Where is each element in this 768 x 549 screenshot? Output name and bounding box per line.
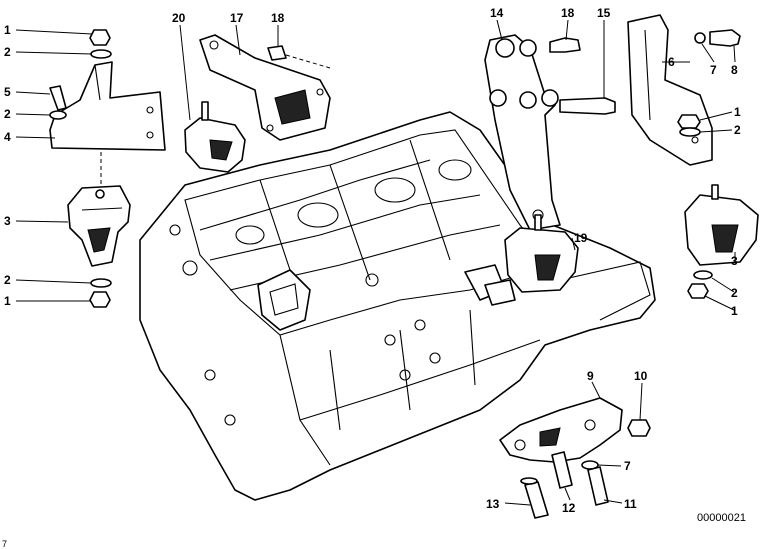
nut-1-lower	[89, 291, 111, 308]
nut-1-right-lower	[687, 283, 709, 299]
bolt-13	[524, 481, 549, 519]
callout-label: 4	[4, 130, 11, 144]
upper-right-parts	[484, 34, 616, 293]
callout-label: 2	[734, 123, 741, 137]
callout-label: 14	[490, 6, 504, 20]
washer-7-right	[694, 32, 706, 44]
callout-label: 13	[486, 497, 500, 511]
callout-label: 8	[731, 63, 738, 77]
bottom-right-parts	[499, 397, 651, 519]
bolt-18-upper	[267, 45, 287, 61]
callout-label: 1	[4, 23, 11, 37]
callout-label: 20	[172, 11, 186, 25]
callout-label: 10	[634, 369, 648, 383]
callout-label: 3	[4, 214, 11, 228]
callout-label: 1	[731, 304, 738, 318]
callout-label: 15	[597, 6, 611, 20]
nut-10	[627, 419, 651, 437]
callout-label: 11	[624, 497, 637, 511]
callout-label: 2	[4, 45, 11, 59]
callout-label: 18	[271, 11, 285, 25]
callout-labels: 1 2 5 2 4 3 2 1 20 17 18 14 18 15 6 7 8 …	[4, 6, 741, 515]
callout-label: 9	[587, 369, 594, 383]
bolt-5	[49, 85, 67, 111]
callout-label: 18	[561, 6, 575, 20]
callout-label: 3	[731, 254, 738, 268]
bolt-12	[551, 451, 573, 489]
callout-label: 7	[624, 459, 631, 473]
bolt-15	[559, 97, 616, 115]
nut-1-right-top	[677, 114, 701, 129]
nut-1-top	[89, 29, 111, 46]
callout-label: 6	[668, 55, 675, 69]
washer-2-lower	[90, 278, 112, 288]
bolt-8	[709, 29, 741, 47]
leader-lines	[15, 19, 736, 506]
callout-label: 1	[4, 294, 11, 308]
washer-2-right-top	[679, 127, 701, 137]
diagram-code: 00000021	[697, 512, 746, 524]
callout-label: 2	[4, 107, 11, 121]
callout-label: 7	[710, 63, 717, 77]
callout-label: 2	[731, 286, 738, 300]
corner-mark: 7	[2, 539, 7, 549]
callout-label: 17	[230, 11, 244, 25]
callout-label: 19	[574, 231, 588, 245]
callout-label: 2	[4, 273, 11, 287]
washer-2-mid	[49, 110, 67, 120]
far-right-parts	[627, 14, 759, 299]
rubber-mount-3-left	[67, 185, 131, 267]
callout-label: 5	[4, 85, 11, 99]
left-mount-stack	[49, 29, 166, 308]
washer-2-top	[90, 49, 112, 59]
bolt-11	[587, 466, 609, 506]
callout-label: 12	[562, 501, 576, 515]
bolt-18-right	[549, 37, 581, 53]
bracket-9	[499, 397, 623, 463]
upper-middle-parts	[184, 34, 331, 173]
callout-label: 1	[734, 105, 741, 119]
washer-2-right-lower	[693, 270, 713, 280]
bracket-4	[49, 61, 166, 151]
